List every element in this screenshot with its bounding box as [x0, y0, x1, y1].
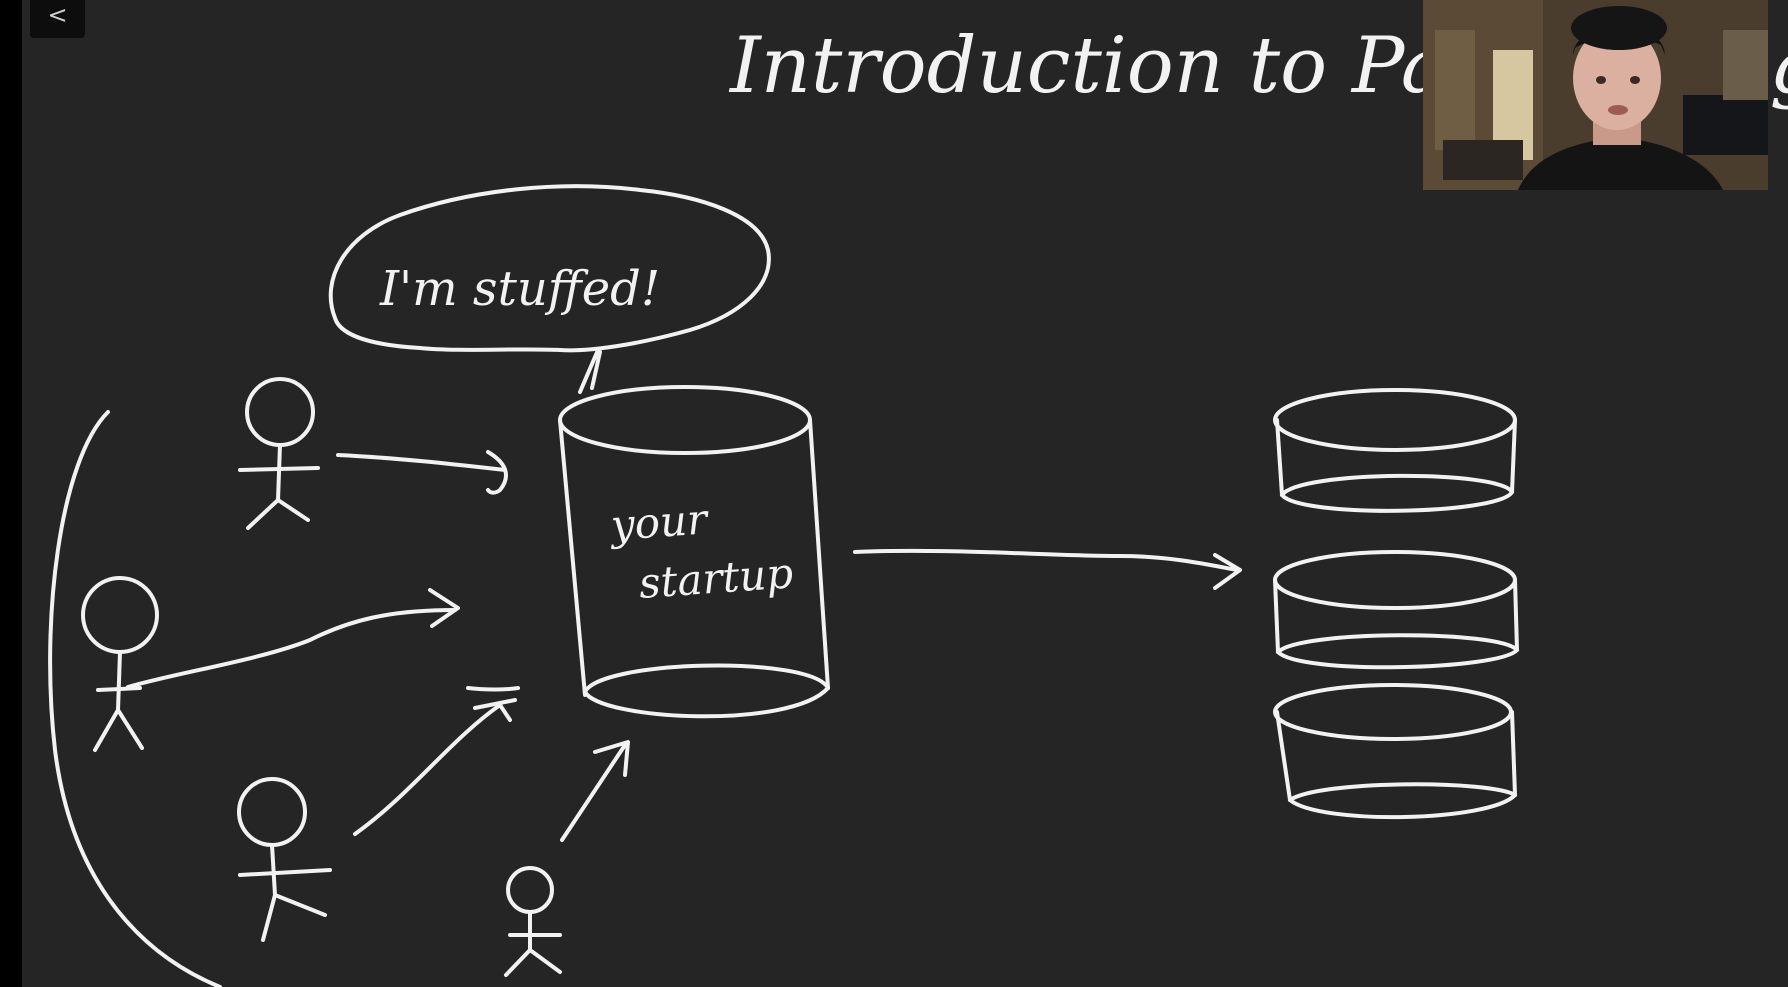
user-stick-figure-2-icon: [81, 576, 159, 752]
startup-database-icon: [558, 385, 830, 719]
user-arrow-2-icon: [126, 588, 460, 689]
presenter-webcam-overlay: [1423, 0, 1768, 190]
back-button[interactable]: <: [30, 0, 85, 38]
speech-bubble-tail: [578, 348, 602, 394]
user-stick-figure-4-icon: [504, 866, 562, 977]
user-stick-figure-1-icon: [238, 377, 320, 530]
speech-bubble-outline: [328, 184, 771, 353]
user-stick-figure-3-icon: [237, 777, 332, 942]
database-label-line2: startup: [637, 548, 794, 608]
user-group-arc: [48, 410, 222, 987]
partition-database-1-icon: [1273, 388, 1517, 513]
user-arrow-3-icon: [353, 686, 520, 836]
partition-arrow-icon: [853, 548, 1242, 590]
speech-bubble-text: I'm stuffed!: [379, 261, 660, 317]
presenter-webcam-icon: [1423, 0, 1768, 190]
database-label-line1: your: [607, 494, 711, 550]
user-arrow-4-icon: [560, 740, 630, 842]
user-arrow-1-icon: [336, 450, 508, 495]
partition-database-3-icon: [1273, 683, 1517, 820]
partition-database-2-icon: [1273, 550, 1519, 670]
